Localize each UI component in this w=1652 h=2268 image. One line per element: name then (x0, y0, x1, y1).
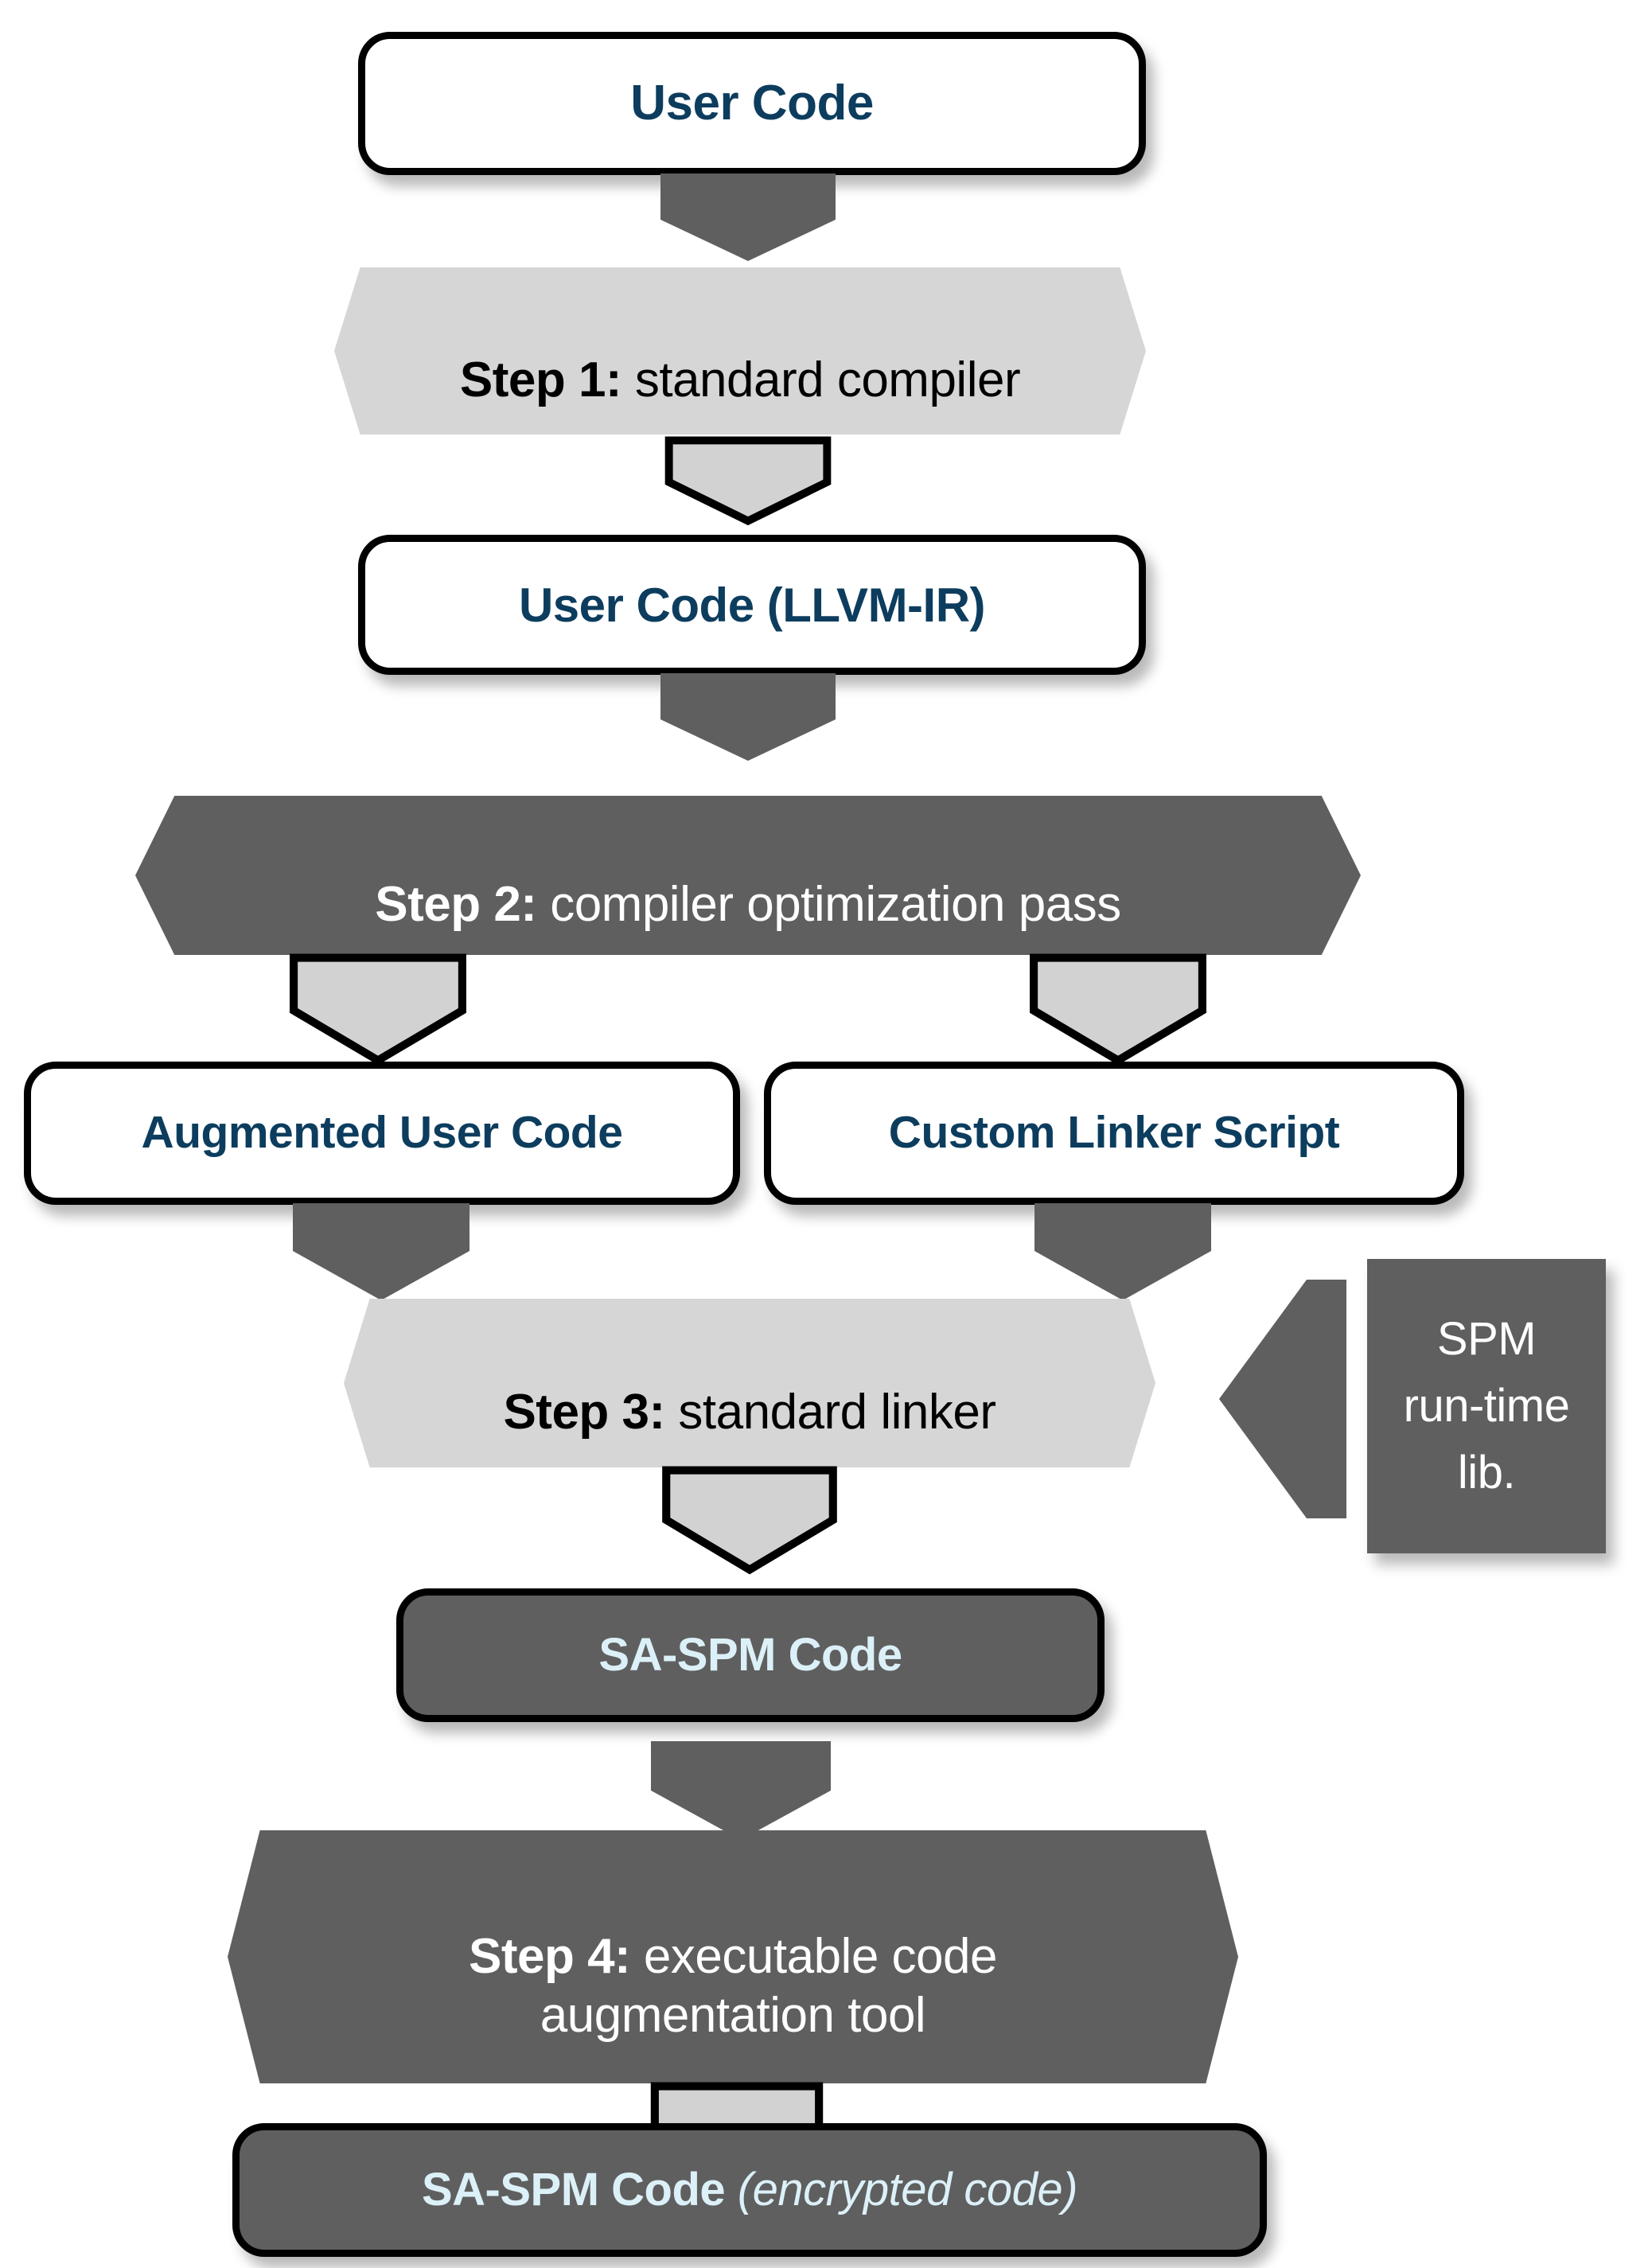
edge-augmented-user-code-to-step3 (293, 1203, 469, 1300)
edge-step1-to-user-code-llvm (660, 436, 836, 526)
node-step4-rest: executable code augmentation tool (540, 1929, 998, 2043)
node-sa-spm-code-label: SA-SPM Code (598, 1628, 902, 1681)
node-step4-label: Step 4: executable code augmentation too… (468, 1869, 998, 2044)
node-sa-spm-code-encrypted-italic: (encrypted code) (737, 2163, 1078, 2215)
node-user-code-label: User Code (630, 76, 874, 131)
edge-step2-to-augmented-user-code (286, 953, 469, 1066)
node-step1-label: Step 1: standard compiler (459, 293, 1021, 409)
node-step2-rest: compiler optimization pass (536, 877, 1121, 932)
node-custom-linker-script[interactable]: Custom Linker Script (764, 1062, 1464, 1205)
node-step4-prefix: Step 4: (468, 1929, 631, 1985)
edge-spm-runtime-lib-to-step3 (1219, 1280, 1346, 1518)
edge-user-code-to-step1 (660, 173, 836, 261)
node-step1-rest: standard compiler (621, 353, 1021, 407)
node-step1[interactable]: Step 1: standard compiler (334, 267, 1146, 435)
node-augmented-user-code-label: Augmented User Code (141, 1107, 623, 1159)
node-step3[interactable]: Step 3: standard linker (344, 1299, 1155, 1467)
edge-step3-to-sa-spm-code (659, 1466, 840, 1575)
node-step2[interactable]: Step 2: compiler optimization pass (135, 796, 1361, 955)
node-step2-prefix: Step 2: (375, 877, 537, 932)
edge-custom-linker-script-to-step3 (1034, 1203, 1211, 1300)
node-sa-spm-code-encrypted[interactable]: SA-SPM Code (encrypted code) (232, 2123, 1267, 2257)
node-augmented-user-code[interactable]: Augmented User Code (24, 1062, 740, 1205)
node-user-code-llvm-label: User Code (LLVM-IR) (518, 578, 986, 632)
node-sa-spm-code-encrypted-main: SA-SPM Code (421, 2163, 738, 2215)
node-step3-rest: standard linker (664, 1385, 996, 1440)
node-step3-label: Step 3: standard linker (503, 1325, 996, 1441)
node-step1-prefix: Step 1: (459, 353, 622, 407)
node-user-code[interactable]: User Code (358, 32, 1146, 175)
node-user-code-llvm[interactable]: User Code (LLVM-IR) (358, 535, 1146, 675)
node-custom-linker-script-label: Custom Linker Script (888, 1107, 1340, 1159)
node-spm-runtime-lib[interactable]: SPM run-time lib. (1367, 1259, 1606, 1553)
node-sa-spm-code-encrypted-label: SA-SPM Code (encrypted code) (421, 2163, 1078, 2215)
node-step3-prefix: Step 3: (503, 1385, 665, 1440)
edge-step2-to-custom-linker-script (1027, 953, 1210, 1066)
edge-sa-spm-code-to-step4 (651, 1741, 831, 1840)
node-sa-spm-code[interactable]: SA-SPM Code (396, 1588, 1105, 1722)
node-spm-runtime-lib-label: SPM run-time lib. (1403, 1312, 1570, 1499)
node-step4[interactable]: Step 4: executable code augmentation too… (228, 1830, 1238, 2083)
node-step2-label: Step 2: compiler optimization pass (375, 817, 1121, 933)
edge-user-code-llvm-to-step2 (660, 673, 836, 761)
